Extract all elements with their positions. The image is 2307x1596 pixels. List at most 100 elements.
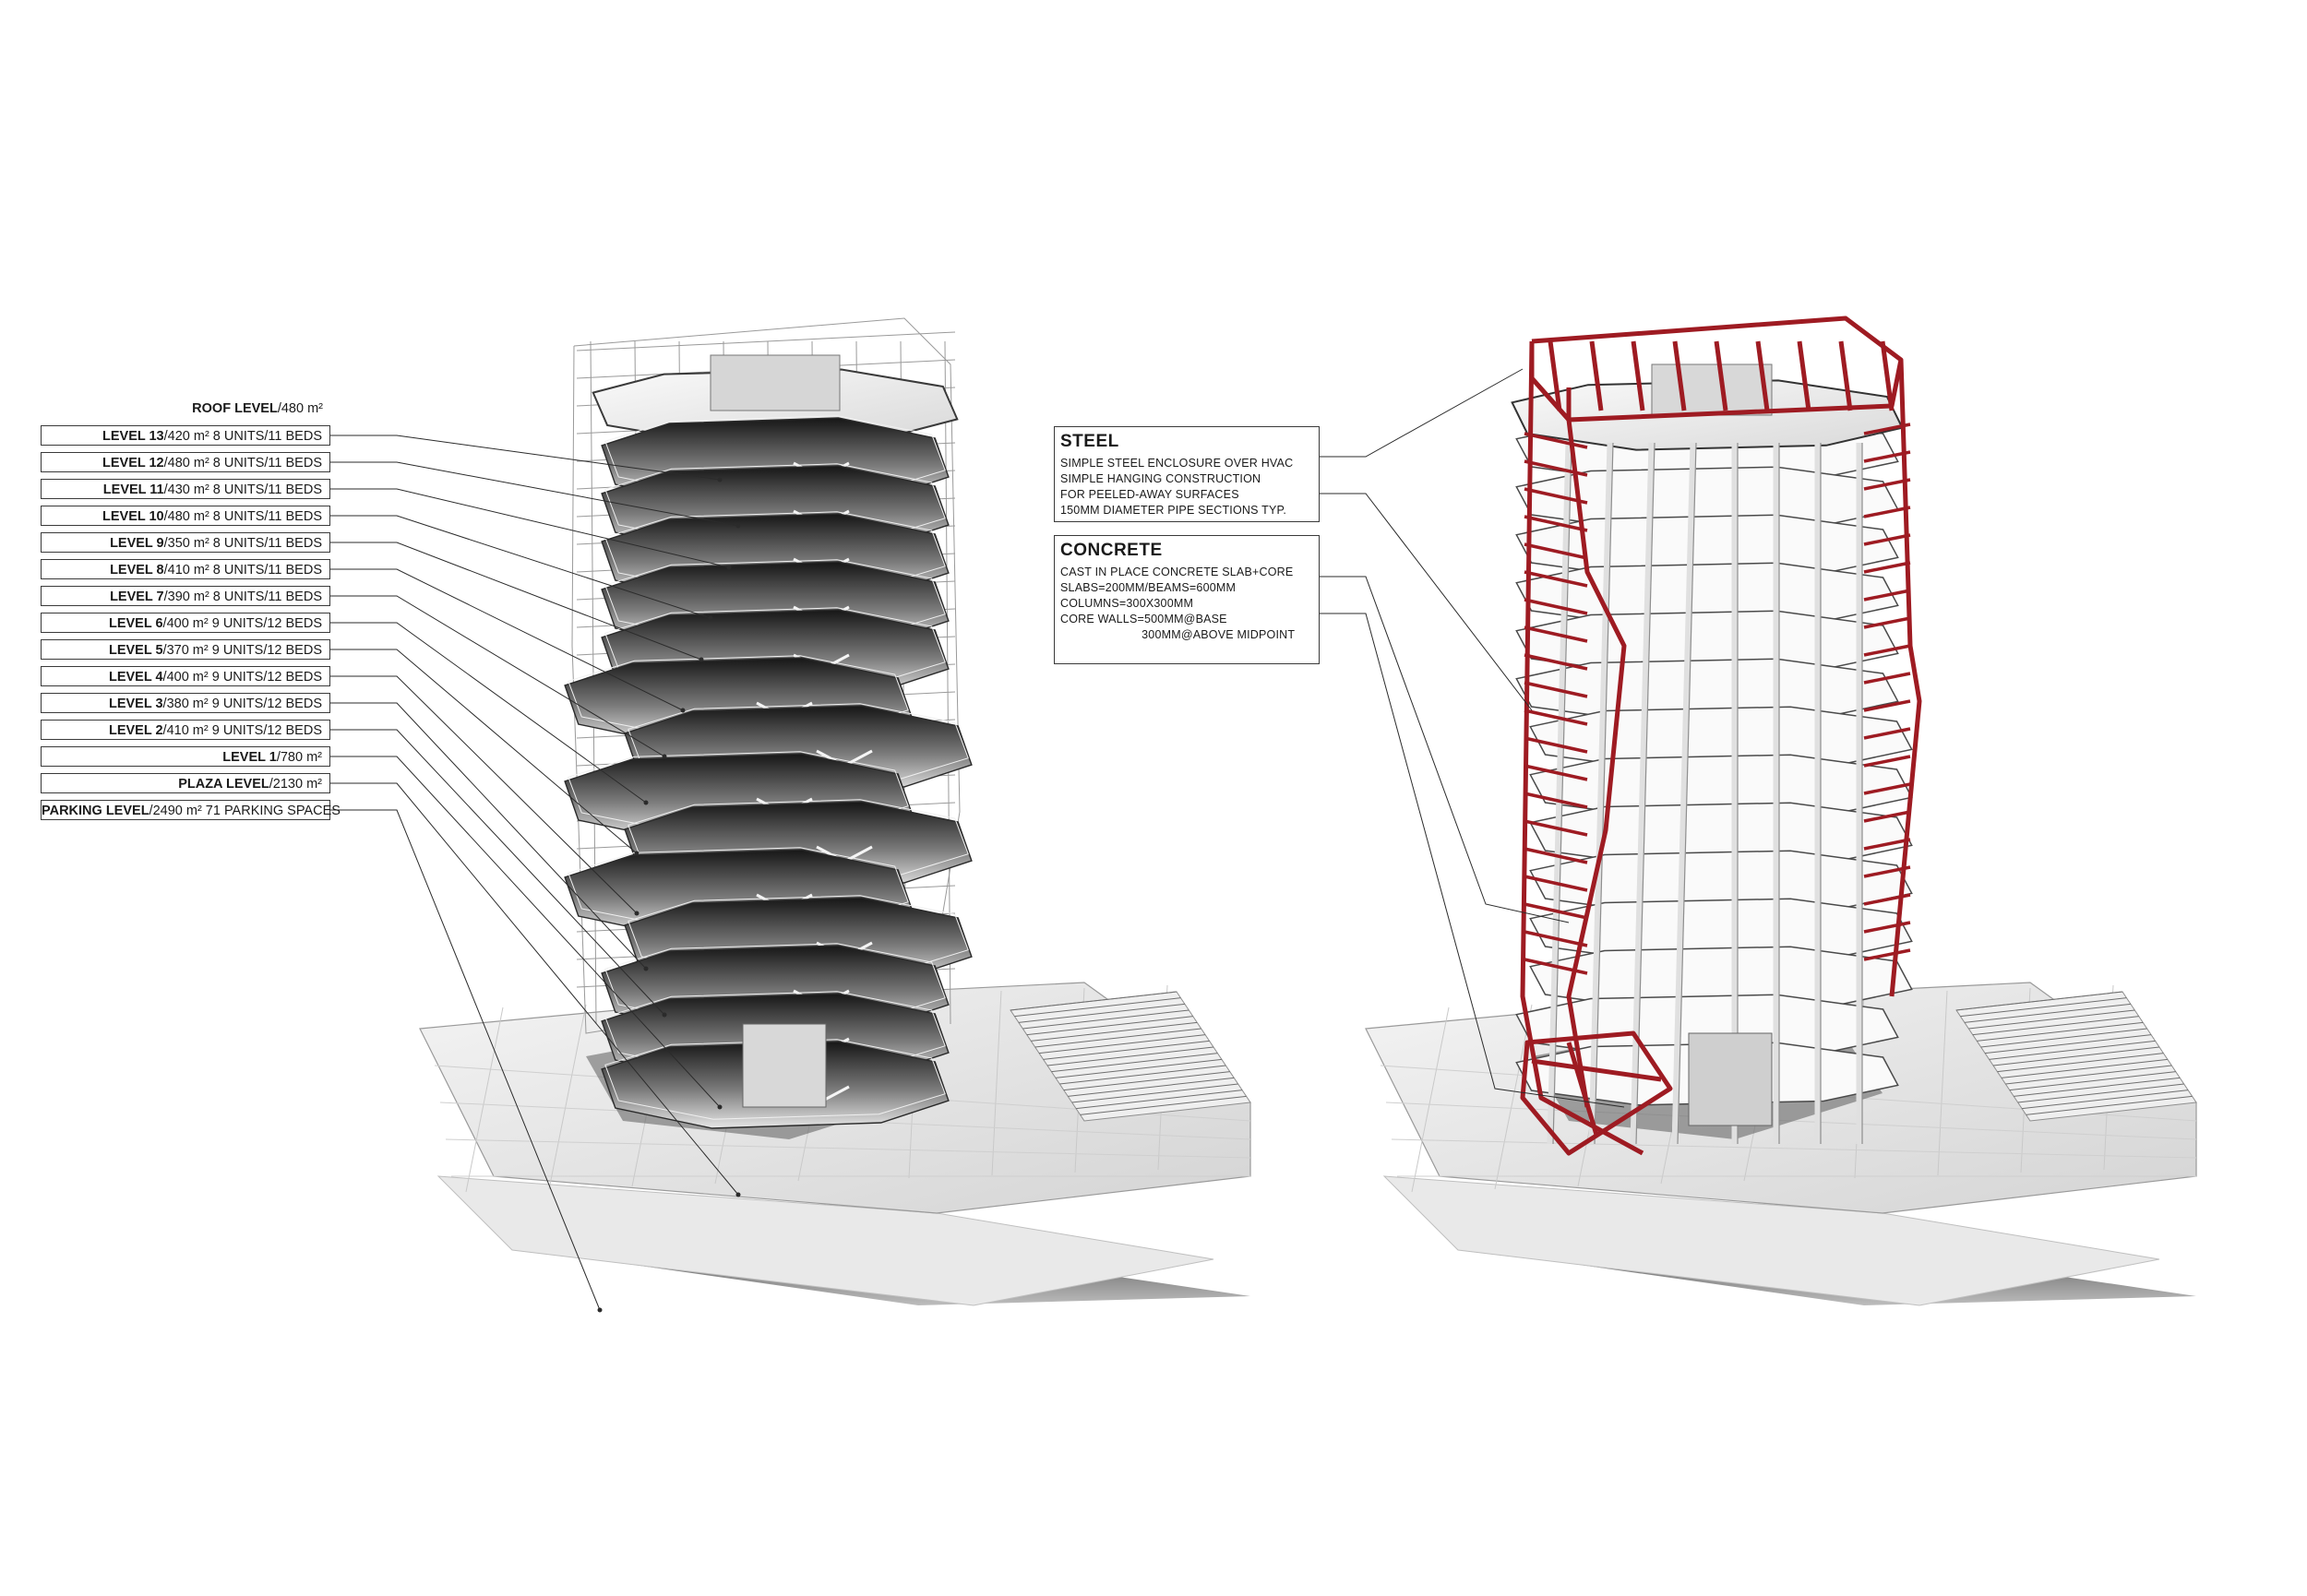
leader-dot-l1 [717, 1104, 723, 1110]
leader-dot-l6 [643, 800, 649, 805]
level-label-detail: /380 m² 9 UNITS/12 BEDS [162, 697, 322, 711]
steel-brace [1863, 423, 1911, 435]
concrete-note: CONCRETE CAST IN PLACE CONCRETE SLAB+COR… [1054, 535, 1320, 664]
level-label-detail: /2490 m² 71 PARKING SPACES [149, 804, 341, 818]
level-label-l6: LEVEL 6/400 m² 9 UNITS/12 BEDS [41, 613, 330, 633]
left-building-exploded-axonometric [419, 317, 1251, 1306]
level-label-name: LEVEL 7 [110, 590, 164, 604]
steel-brace [1524, 515, 1588, 532]
steel-brace [1863, 506, 1911, 518]
leader-dot-l3 [643, 966, 649, 971]
level-label-name: LEVEL 2 [108, 723, 163, 738]
right-stair-step [1989, 1040, 2156, 1060]
left-stair-step [1034, 1028, 1201, 1048]
level-label-detail: /780 m² [276, 750, 322, 765]
left-stair-step [1031, 1021, 1198, 1042]
steel-brace [1524, 792, 1588, 809]
right-stair-step [2001, 1058, 2168, 1078]
level-label-l4: LEVEL 4/400 m² 9 UNITS/12 BEDS [41, 666, 330, 686]
left-paving-line [548, 1004, 587, 1190]
concrete-note-line: COLUMNS=300X300MM [1060, 597, 1194, 610]
leader-l2 [330, 729, 665, 1016]
right-stair-step [1968, 1009, 2135, 1030]
steel-brace [1524, 570, 1588, 588]
steel-brace [1863, 893, 1911, 906]
steel-brace [1863, 644, 1911, 657]
steel-base-cage [1566, 1042, 1599, 1136]
level-label-detail: /370 m² 9 UNITS/12 BEDS [162, 643, 322, 658]
steel-brace [1863, 865, 1911, 878]
right-column-edge [1594, 442, 1614, 1145]
level-label-detail: /350 m² 8 UNITS/11 BEDS [163, 536, 322, 551]
steel-roof-post [1880, 340, 1895, 411]
steel-note-title: STEEL [1060, 432, 1119, 451]
left-stair-step [1018, 1003, 1185, 1023]
level-label-detail: /480 m² 8 UNITS/11 BEDS [163, 509, 322, 524]
level-label-detail: /390 m² 8 UNITS/11 BEDS [163, 590, 322, 604]
level-label-name: LEVEL 13 [102, 429, 164, 444]
left-slab-edge [604, 1039, 946, 1120]
leader-concrete-slab [1320, 576, 1570, 923]
level-label-detail: /2130 m² [269, 777, 322, 792]
leader-dot-l2 [662, 1012, 667, 1018]
level-label-name: LEVEL 5 [108, 643, 163, 658]
steel-brace [1524, 875, 1588, 892]
right-paving-line [1937, 990, 1948, 1176]
steel-brace [1863, 533, 1911, 546]
level-label-name: LEVEL 8 [110, 563, 164, 578]
left-paving-line [465, 1006, 504, 1193]
leader-plaza [330, 782, 739, 1196]
leader-dot-l13 [717, 477, 723, 482]
left-slab-edge [568, 847, 909, 928]
left-slab-edge [568, 751, 909, 832]
left-stair-step [1014, 997, 1181, 1018]
steel-brace [1524, 764, 1588, 781]
steel-brace [1524, 487, 1588, 505]
left-envelope-rib [576, 331, 956, 351]
right-stair-step [1964, 1003, 2131, 1023]
level-label-parking: PARKING LEVEL/2490 m² 71 PARKING SPACES [41, 800, 341, 820]
steel-brace [1863, 589, 1911, 601]
right-column-edge [1677, 442, 1697, 1145]
steel-brace [1524, 709, 1588, 726]
right-floor-slab [1515, 994, 1899, 1058]
left-stair-step [1051, 1053, 1218, 1073]
left-stair-step [1063, 1071, 1230, 1091]
right-paving-line [1391, 1138, 2197, 1159]
right-stair-step [2014, 1077, 2181, 1097]
steel-brace [1863, 699, 1911, 712]
steel-base-cage [1531, 1058, 1662, 1082]
steel-brace [1524, 819, 1588, 837]
steel-brace [1863, 838, 1911, 851]
right-stair-step [1972, 1016, 2139, 1036]
right-steel-enclosure [1520, 316, 1922, 1156]
level-label-l7: LEVEL 7/390 m² 8 UNITS/11 BEDS [41, 586, 330, 606]
right-stair-step [2022, 1090, 2189, 1110]
steel-brace [1524, 625, 1588, 643]
level-label-name: LEVEL 11 [102, 482, 164, 497]
left-stair-step [1055, 1058, 1222, 1078]
level-label-name: PARKING LEVEL [42, 804, 149, 818]
level-label-detail: /430 m² 8 UNITS/11 BEDS [163, 482, 322, 497]
steel-brace [1863, 921, 1911, 934]
leader-dot-plaza [735, 1192, 741, 1197]
steel-brace [1863, 755, 1911, 768]
left-plaza-stairs [1010, 991, 1251, 1122]
level-label-name: ROOF LEVEL [192, 401, 278, 416]
left-stair-step [1039, 1034, 1206, 1054]
right-stair-step [1997, 1053, 2164, 1073]
left-roof-hvac-box [710, 354, 841, 411]
steel-brace [1863, 727, 1911, 740]
level-label-l12: LEVEL 12/480 m² 8 UNITS/11 BEDS [41, 452, 330, 472]
leader-steel-mast [1320, 493, 1533, 711]
steel-note: STEEL SIMPLE STEEL ENCLOSURE OVER HVAC S… [1054, 426, 1320, 522]
steel-brace [1524, 847, 1588, 864]
steel-hanging-mast [1566, 419, 1627, 1108]
left-core-base [742, 1023, 827, 1108]
right-core-base [1688, 1032, 1773, 1126]
right-floor-slab [1515, 658, 1899, 722]
right-stair-step [1977, 1021, 2144, 1042]
left-paving-line [991, 990, 1002, 1176]
steel-brace [1524, 598, 1588, 615]
